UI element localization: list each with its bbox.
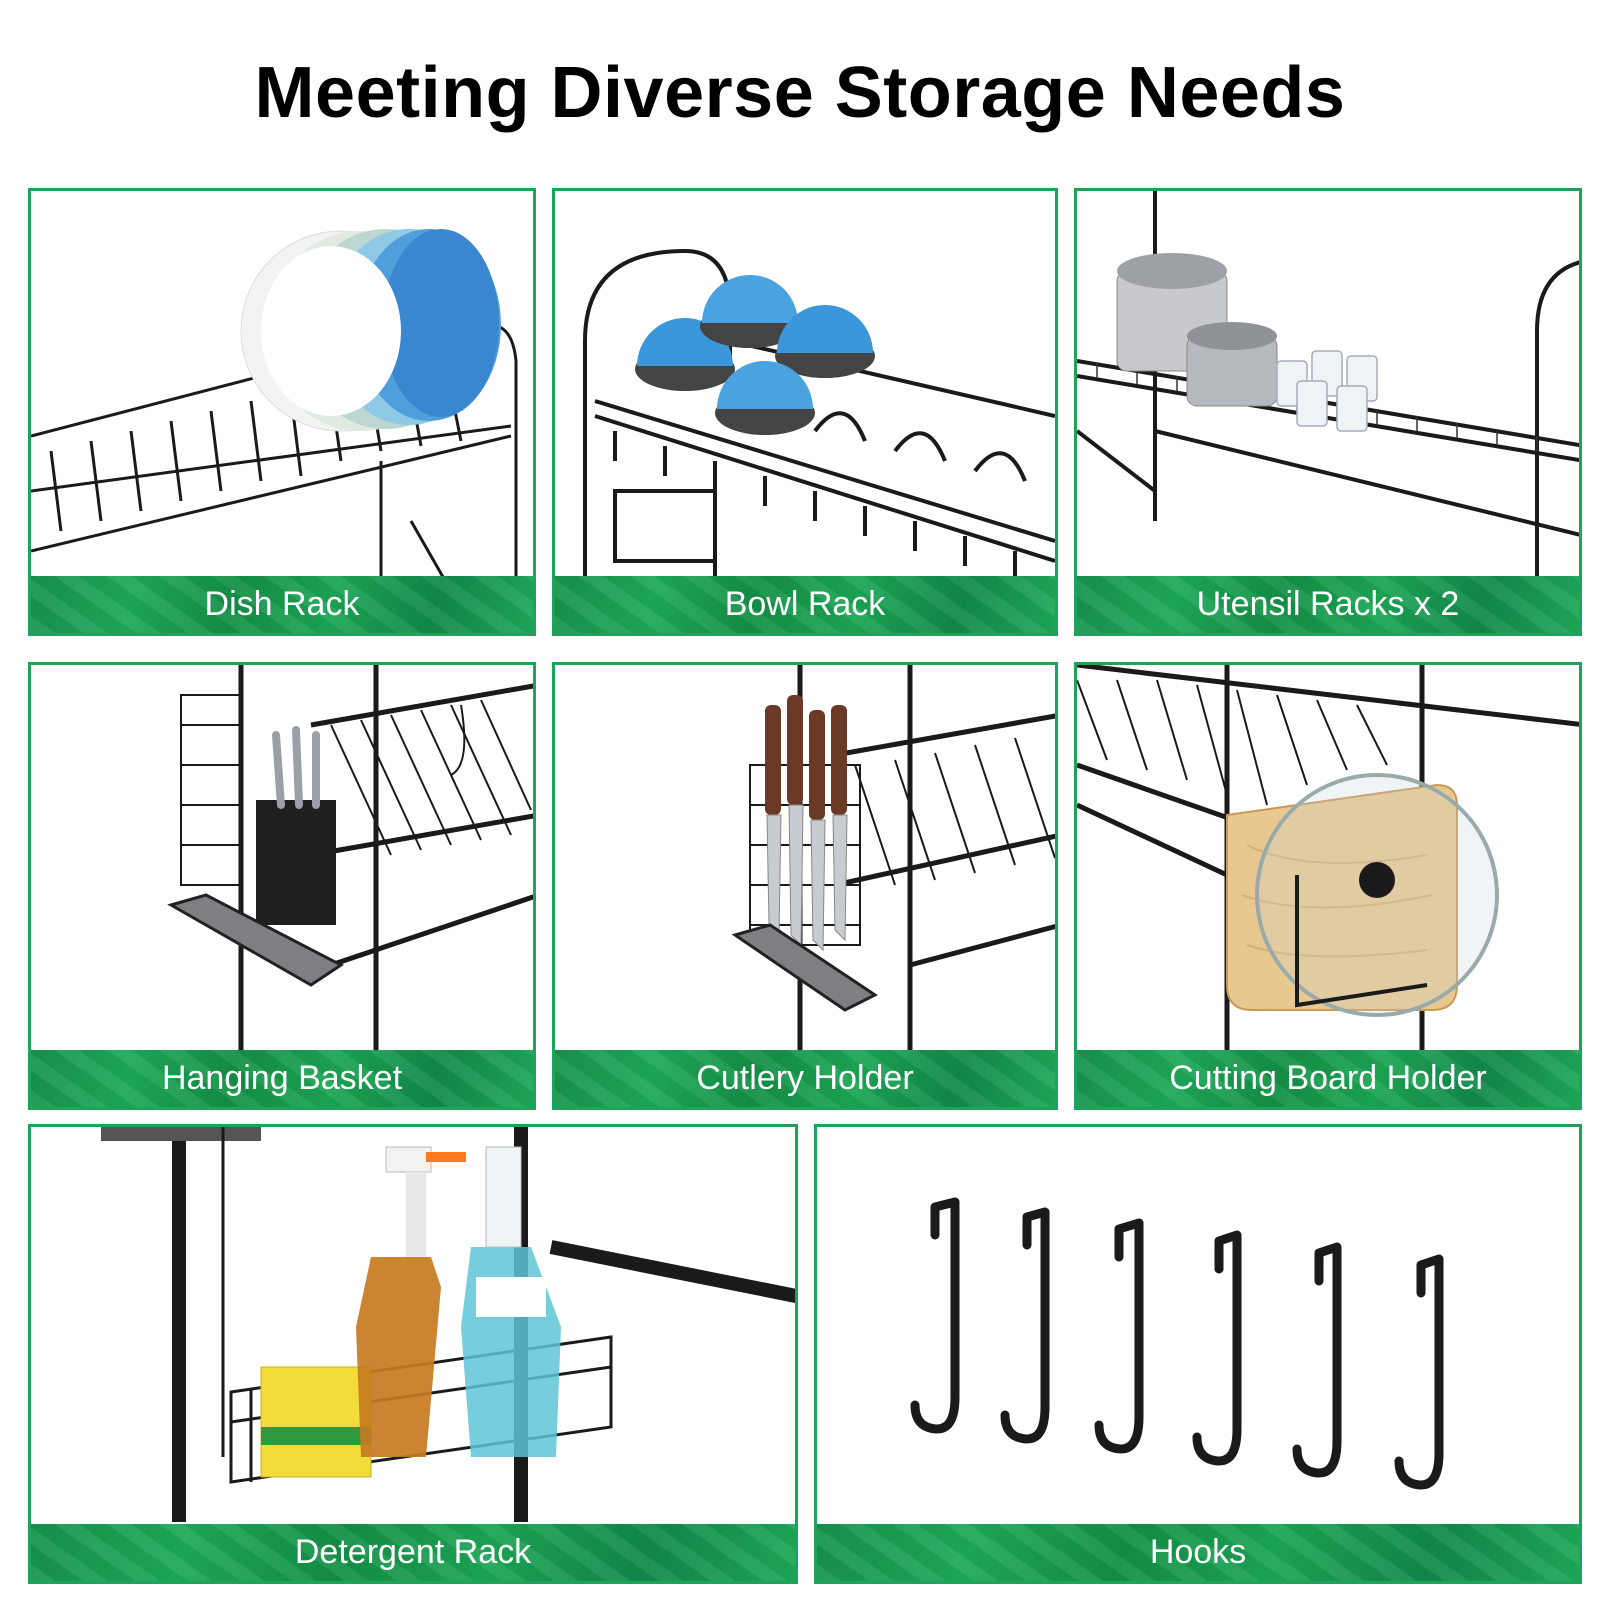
hook-icon (910, 1197, 960, 1434)
panel-label: Dish Rack (31, 576, 533, 633)
panel-cutting-board-holder: Cutting Board Holder (1074, 662, 1582, 1110)
panel-label: Hooks (817, 1524, 1579, 1581)
panel-bowl-rack: Bowl Rack (552, 188, 1058, 636)
panel-hanging-basket: Hanging Basket (28, 662, 536, 1110)
hook-icon (1094, 1218, 1144, 1454)
cutting-board-holder-image (1077, 665, 1579, 1055)
panel-label: Bowl Rack (555, 576, 1055, 633)
panel-label: Cutting Board Holder (1077, 1050, 1579, 1107)
dish-rack-image (31, 229, 518, 592)
hooks-image (910, 1197, 1444, 1490)
panel-dish-rack: Dish Rack (28, 188, 536, 636)
panel-label: Detergent Rack (31, 1524, 795, 1581)
hook-icon (1000, 1207, 1050, 1444)
hook-icon (1394, 1254, 1444, 1490)
panel-label: Cutlery Holder (555, 1050, 1055, 1107)
panel-label: Hanging Basket (31, 1050, 533, 1107)
hook-icon (1192, 1230, 1242, 1466)
hook-icon (1292, 1242, 1342, 1478)
panel-utensil-racks: Utensil Racks x 2 (1074, 188, 1582, 636)
panel-label: Utensil Racks x 2 (1077, 576, 1579, 633)
detergent-rack-image (101, 1127, 795, 1522)
page-title: Meeting Diverse Storage Needs (254, 53, 1346, 133)
panel-hooks: Hooks (814, 1124, 1582, 1584)
cutlery-holder-image (731, 665, 1055, 1055)
hanging-basket-image (167, 665, 533, 1055)
utensil-racks-image (1077, 191, 1579, 581)
panel-detergent-rack: Detergent Rack (28, 1124, 798, 1584)
bowl-rack-image (583, 248, 1055, 581)
panel-cutlery-holder: Cutlery Holder (552, 662, 1058, 1110)
